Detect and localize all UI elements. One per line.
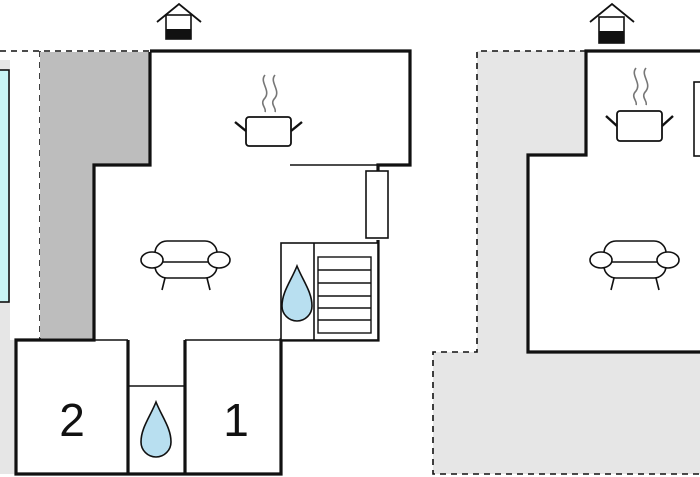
lower-terrace-strip <box>0 340 16 474</box>
sofa-icon <box>589 240 680 291</box>
left-floor-plan: 2 1 <box>0 2 412 476</box>
right-floor-plan <box>432 2 700 475</box>
cooking-pot-icon <box>234 74 303 147</box>
water-drop-icon <box>281 263 313 322</box>
staircase-icon <box>317 256 372 334</box>
right-side-cabinet <box>693 81 700 157</box>
right-house-outline <box>526 49 700 354</box>
terrace-area-right <box>433 51 700 474</box>
entrance-house-icon <box>589 2 635 44</box>
room-label-bedroom-2: 2 <box>59 394 85 446</box>
entrance-house-icon <box>156 2 202 40</box>
sofa-icon <box>140 240 231 291</box>
covered-area <box>40 52 150 338</box>
water-drop-icon <box>140 399 172 458</box>
kitchen-outer-wall <box>150 49 412 172</box>
terrace-outline-right <box>432 50 700 475</box>
cabinet-icon <box>365 170 389 239</box>
cooking-pot-icon <box>605 67 674 142</box>
room-label-bedroom-1: 1 <box>223 394 249 446</box>
swimming-pool <box>0 69 10 303</box>
